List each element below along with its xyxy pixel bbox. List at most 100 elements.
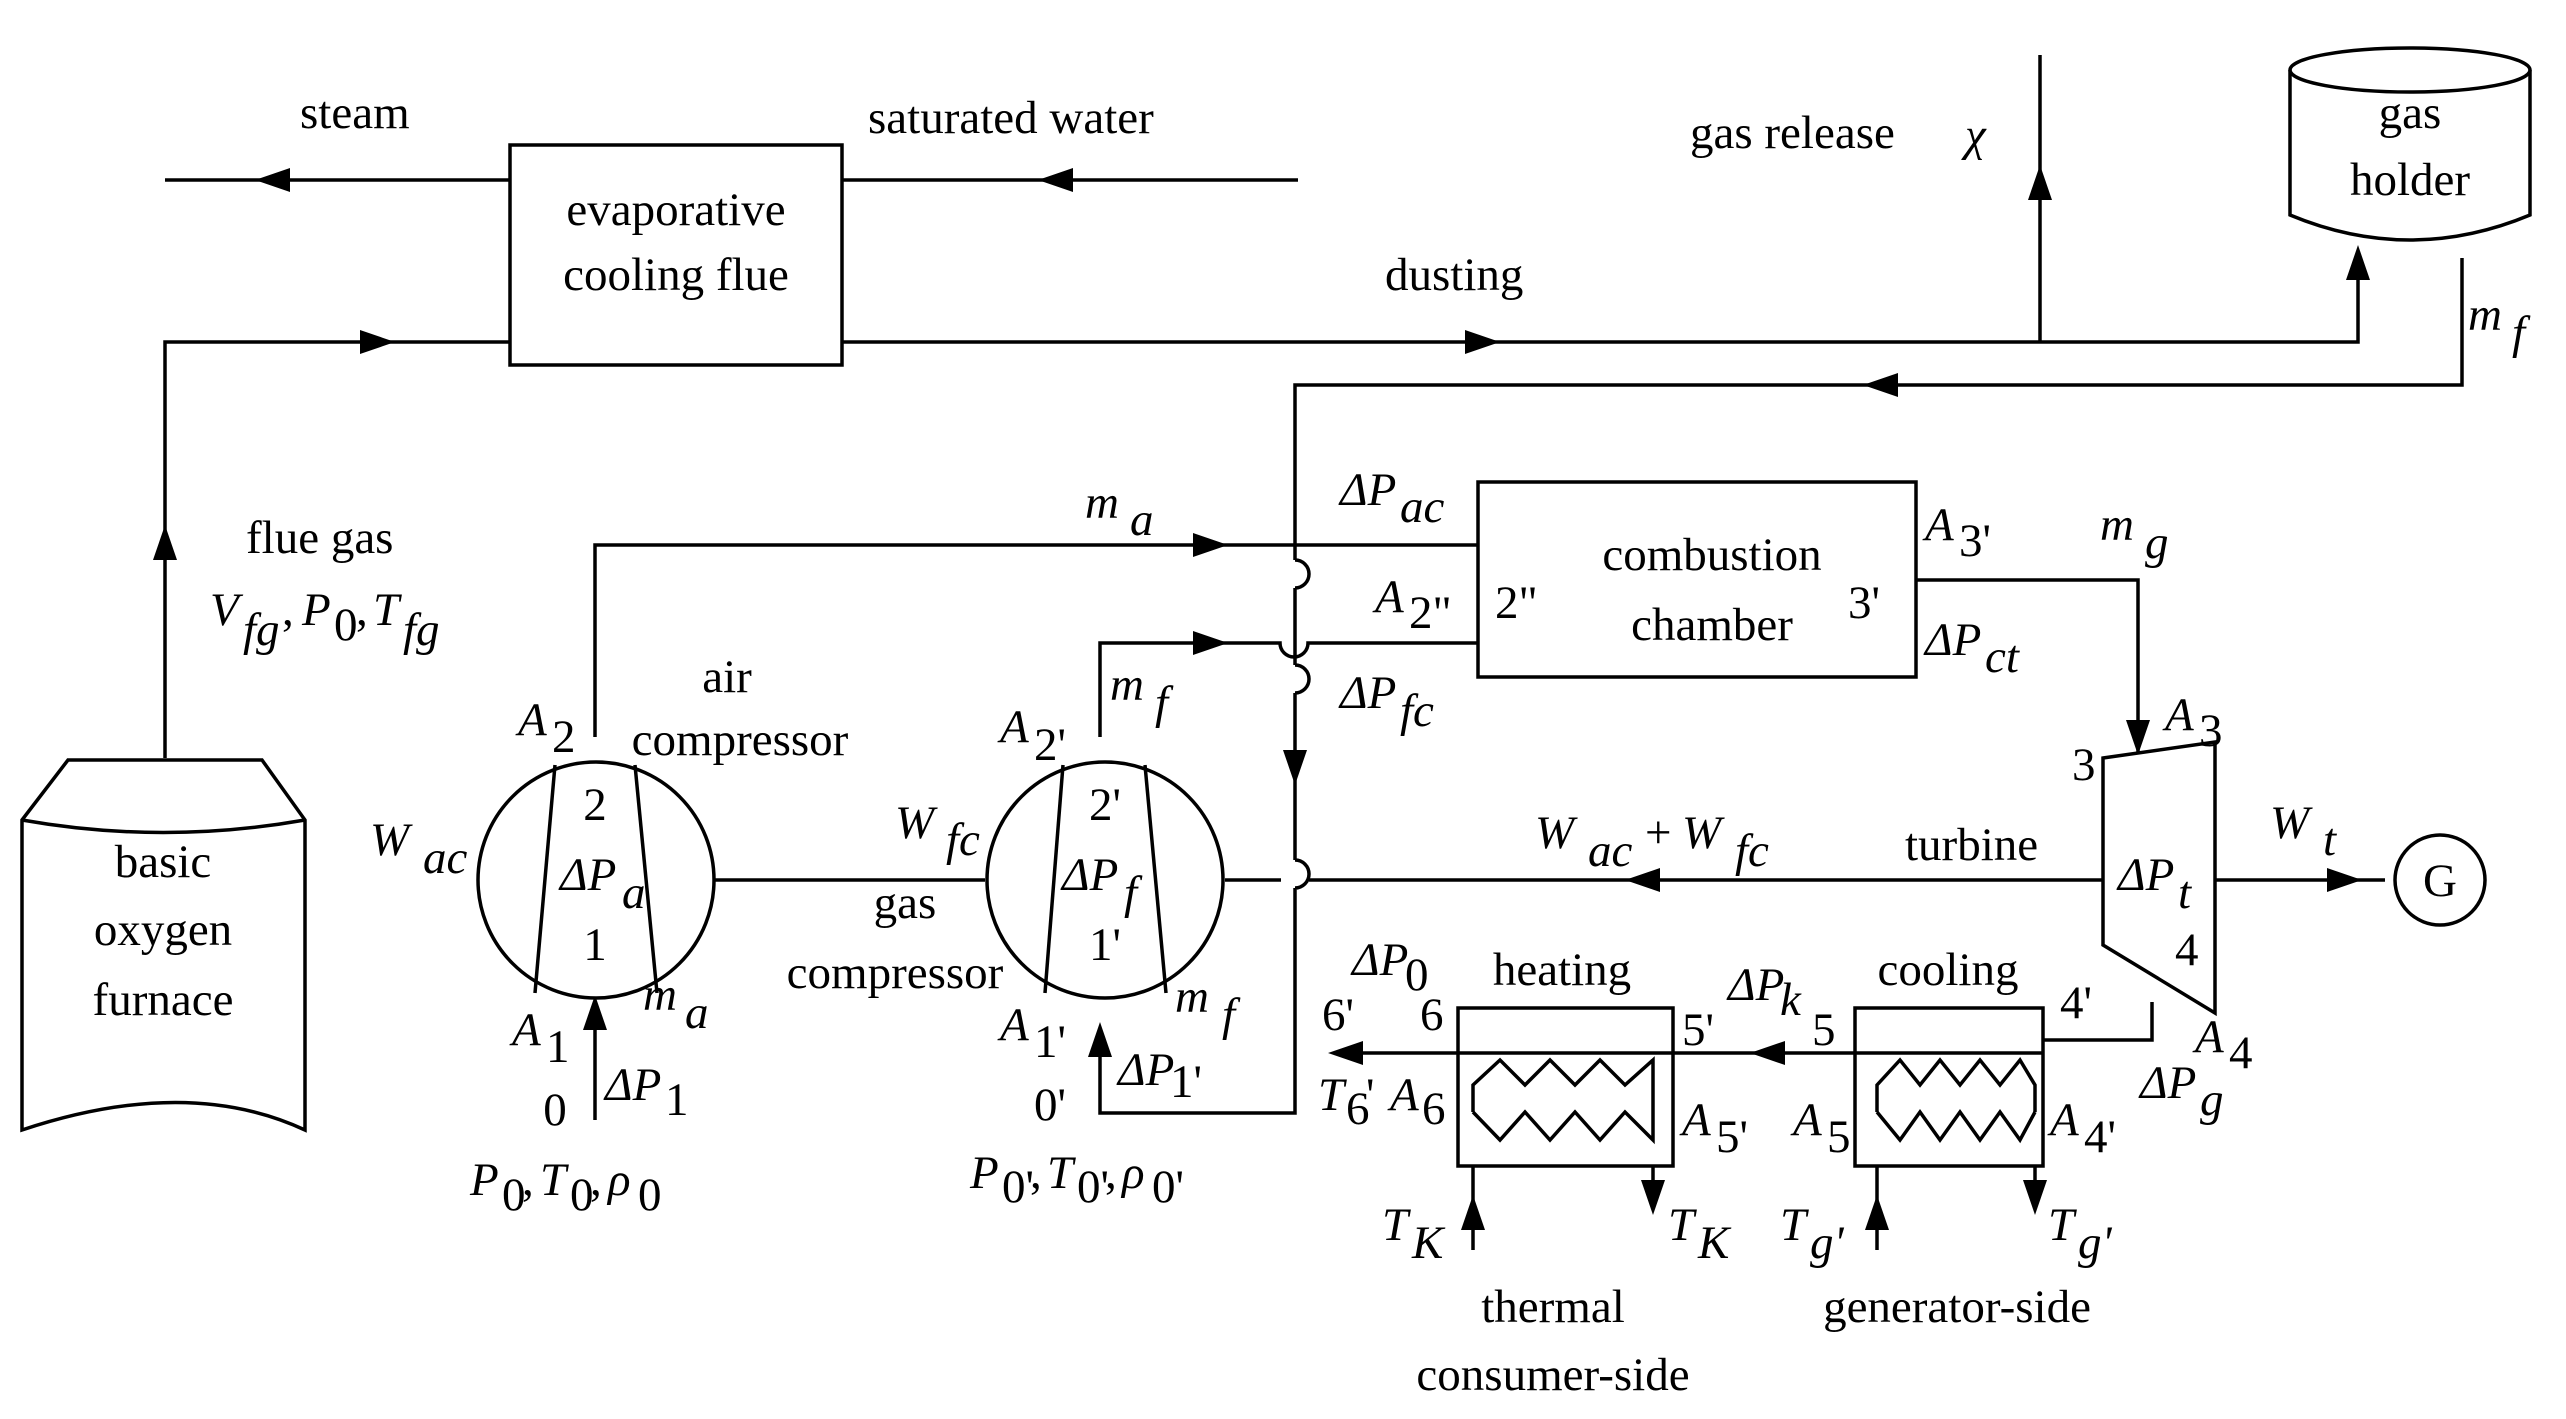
- dpac-label: ΔP ac: [1338, 464, 1445, 533]
- dp1-dp: ΔP: [603, 1059, 661, 1111]
- thermal-side-label-2: consumer-side: [1416, 1349, 1689, 1401]
- arrow-gas-inlet: [1088, 1022, 1112, 1057]
- heating-exchanger: [1456, 1006, 1675, 1168]
- vfg-comma1: ,: [282, 584, 294, 636]
- dpt-dp: ΔP: [2116, 849, 2174, 901]
- arrow-fuel: [1193, 631, 1228, 655]
- a3p-A: A: [1922, 499, 1954, 551]
- tko-T: T: [1668, 1199, 1697, 1251]
- a1-label: A 1: [509, 1004, 570, 1073]
- ais-P0: 0: [502, 1169, 526, 1221]
- combustion-label-2: chamber: [1631, 599, 1793, 651]
- gis-rho: ρ: [1120, 1147, 1145, 1199]
- a4p-A: A: [2047, 1094, 2079, 1146]
- turbine-label: turbine: [1905, 819, 2038, 871]
- mg-g: g: [2145, 517, 2169, 569]
- a2pp-label: A 2": [1372, 571, 1452, 639]
- mf-gas-inlet-label: m f: [1175, 971, 1241, 1041]
- thermal-side-label-1: thermal: [1481, 1281, 1625, 1333]
- gis-rho0: 0': [1152, 1161, 1184, 1213]
- ais-T: T: [540, 1154, 569, 1206]
- mf-gasholder-m: m: [2468, 289, 2502, 341]
- a3p-sub: 3': [1959, 515, 1991, 567]
- dpfc-label: ΔP fc: [1338, 667, 1434, 737]
- tk-out-label: T K: [1668, 1199, 1732, 1269]
- mf-fuel-label: m f: [1110, 659, 1174, 729]
- dp1-sub: 1: [665, 1074, 689, 1126]
- arrow-cooling-in: [1865, 1195, 1889, 1230]
- a4p-sub: 4': [2084, 1111, 2116, 1163]
- wt-W: W: [2270, 797, 2313, 849]
- generator-side-label: generator-side: [1823, 1281, 2091, 1333]
- vfg-Tsub: fg: [403, 604, 440, 656]
- ais-P: P: [469, 1154, 499, 1206]
- tgi-T: T: [1780, 1199, 1809, 1251]
- ais-T0: 0: [570, 1169, 594, 1221]
- arrow-gas-down: [1283, 750, 1307, 785]
- ais-rho: ρ: [606, 1154, 631, 1206]
- a5p-sub: 5': [1716, 1111, 1748, 1163]
- tgo-T: T: [2048, 1199, 2077, 1251]
- generator-label: G: [2423, 855, 2457, 907]
- flue-gas-label: flue gas: [246, 512, 393, 564]
- t6-prime: ': [1366, 1069, 1374, 1121]
- a5-label: A 5: [1790, 1094, 1851, 1163]
- a2-A: A: [515, 694, 547, 746]
- furnace-label-2: oxygen: [94, 904, 232, 956]
- dpa-dp: ΔP: [558, 849, 616, 901]
- mfi-m: m: [1175, 971, 1209, 1023]
- a6-label: A 6: [1387, 1069, 1446, 1135]
- dpct-dp: ΔP: [1923, 614, 1981, 666]
- ais-rho0: 0: [638, 1169, 662, 1221]
- wt-sub: t: [2323, 814, 2337, 866]
- vfg-V: V: [210, 584, 244, 636]
- dp1p-dp: ΔP: [1116, 1044, 1174, 1096]
- dpk-label: ΔP k: [1726, 959, 1802, 1026]
- arrow-heating-exit: [1328, 1041, 1363, 1065]
- vfg-sub: fg: [243, 604, 280, 656]
- gas-compressor-name-2: compressor: [787, 947, 1004, 999]
- mg-m: m: [2100, 499, 2134, 551]
- a2pp-sub: 2": [1409, 587, 1452, 639]
- dpg-sub: g: [2200, 1074, 2224, 1126]
- arrowheads: [153, 165, 2370, 1230]
- dpt-sub: t: [2178, 867, 2192, 919]
- tk-in-label: T K: [1382, 1199, 1446, 1269]
- wac-label: W ac: [370, 814, 468, 884]
- generator-circle: [2393, 833, 2487, 927]
- gas-compressor-name-1: gas: [874, 877, 937, 929]
- gas-comp-station-out: 2': [1089, 779, 1121, 831]
- a2p-sub: 2': [1034, 719, 1066, 771]
- a4-label: A 4: [2192, 1011, 2253, 1079]
- a2pp-A: A: [1372, 571, 1404, 623]
- tko-sub: K: [1697, 1217, 1732, 1269]
- arrow-heating-out: [1641, 1180, 1665, 1215]
- vfg-T: T: [373, 584, 402, 636]
- turbine-exhaust-line: [2043, 1002, 2154, 1042]
- mg-label: m g: [2100, 499, 2169, 569]
- air-comp-station-out: 2: [583, 779, 607, 831]
- gas-inlet-node: 0': [1034, 1079, 1066, 1131]
- evaporative-cooling-flue-box: [508, 143, 844, 367]
- air-compressor: [476, 760, 716, 1000]
- arrow-cooling-to-heating: [1750, 1041, 1785, 1065]
- gas-compressor: [985, 760, 1225, 1000]
- dusting-label: dusting: [1385, 249, 1523, 301]
- arrow-gas-release: [2028, 165, 2052, 200]
- a3-sub: 3: [2199, 705, 2223, 757]
- gis-P: P: [969, 1147, 999, 1199]
- cooling-exchanger: [1853, 1006, 2045, 1168]
- vfg-comma2: ,: [356, 584, 368, 636]
- combustion-label-1: combustion: [1602, 529, 1821, 581]
- t6-sub: 6: [1346, 1083, 1370, 1135]
- arrow-steam: [255, 168, 290, 192]
- a1p-label: A 1': [997, 999, 1066, 1068]
- gis-c1: ,: [1030, 1147, 1042, 1199]
- dpk-sub: k: [1780, 974, 1802, 1026]
- chi-symbol: χ: [1961, 109, 1987, 161]
- saturated-water-label: saturated water: [868, 92, 1154, 144]
- gas-holder-label-1: gas: [2379, 87, 2442, 139]
- ma-inlet-label: m a: [643, 969, 709, 1039]
- dp0-label: ΔP 0: [1350, 934, 1429, 1001]
- gis-c2: ,: [1105, 1147, 1117, 1199]
